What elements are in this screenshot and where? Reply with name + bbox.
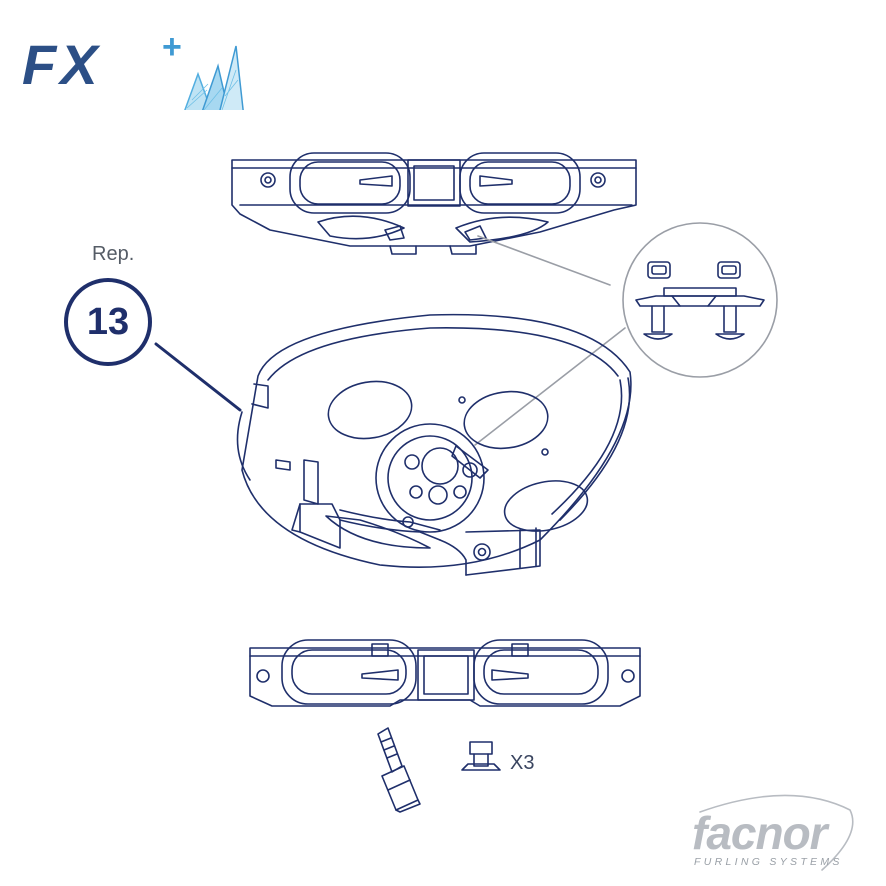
zoom-leader-bottom [474, 327, 626, 446]
quantity-label: X3 [510, 752, 535, 774]
zoom-detail-part [635, 261, 765, 340]
callout-leader [154, 342, 242, 412]
zoom-leader-top [477, 235, 611, 286]
facnor-logo: facnor FURLING SYSTEMS [688, 800, 868, 872]
rep-number: 13 [86, 300, 130, 343]
zoom-detail-circle [622, 222, 778, 378]
fx-plus-brand: FX + [22, 28, 252, 110]
logo-name: facnor [692, 807, 828, 859]
logo-tagline: FURLING SYSTEMS [694, 856, 843, 868]
sails-icon [184, 45, 244, 110]
bottom-bracket-part [249, 639, 641, 707]
brand-text: FX [22, 33, 102, 96]
threaded-stud-part [377, 727, 421, 813]
top-bracket-part [231, 152, 637, 255]
brand-plus: + [162, 28, 182, 66]
drum-assembly [236, 313, 632, 576]
small-fitting-part [461, 741, 501, 771]
logo-swoosh [699, 794, 854, 871]
rep-number-badge: 13 [64, 278, 152, 366]
rep-label: Rep. [92, 243, 135, 265]
